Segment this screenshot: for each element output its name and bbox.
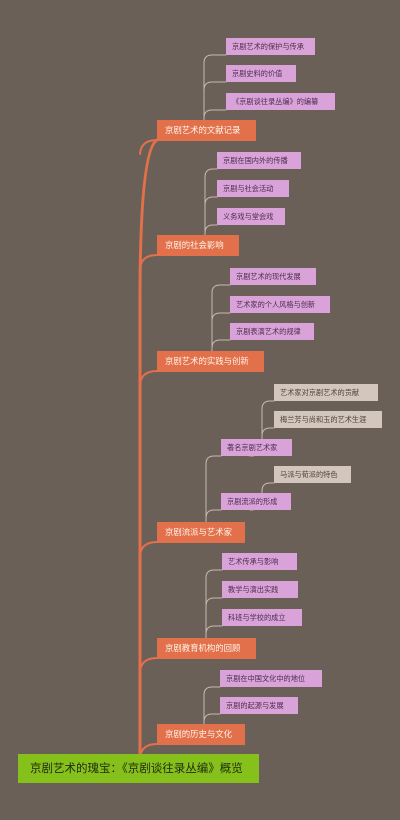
subtopic-node[interactable]: 京剧艺术的现代发展: [230, 268, 316, 285]
subtopic-node[interactable]: 科班与学校的成立: [222, 609, 302, 626]
subtopic-node[interactable]: 京剧的起源与发展: [220, 697, 298, 714]
subtopic-node[interactable]: 京剧流派的形成: [221, 493, 291, 510]
subtopic-node[interactable]: 京剧与社会活动: [217, 180, 289, 197]
subtopic-node[interactable]: 教学与演出实践: [222, 581, 298, 598]
topic-link: [139, 254, 158, 270]
topic-node[interactable]: 京剧的社会影响: [157, 235, 239, 256]
subtopic-node[interactable]: 京剧表演艺术的规律: [230, 323, 314, 340]
topic-link: [139, 370, 158, 386]
topic-link: [139, 541, 158, 557]
topic-node[interactable]: 京剧艺术的实践与创新: [157, 351, 264, 372]
topic-node[interactable]: 京剧流派与艺术家: [157, 522, 245, 543]
subtopic-node[interactable]: 《京剧谈往录丛编》的编纂: [226, 93, 335, 110]
topic-node[interactable]: 京剧的历史与文化: [157, 724, 245, 745]
topic-link: [139, 657, 158, 673]
subtopic-node[interactable]: 京剧艺术的保护与传承: [226, 38, 315, 55]
subtopic-node[interactable]: 艺术传承与影响: [222, 553, 297, 570]
subtopic-node[interactable]: 京剧在国内外的传播: [217, 152, 301, 169]
subtopic-node[interactable]: 艺术家的个人风格与创新: [230, 296, 330, 313]
subtopic-node[interactable]: 著名京剧艺术家: [221, 439, 292, 456]
topic-node[interactable]: 京剧艺术的文献记录: [157, 120, 256, 141]
subtopic-node[interactable]: 京剧在中国文化中的地位: [220, 670, 322, 687]
leaf-node[interactable]: 梅兰芳与尚和玉的艺术生涯: [274, 411, 382, 428]
subtopic-node[interactable]: 义务戏与堂会戏: [217, 208, 285, 225]
subtopic-node[interactable]: 京剧史料的价值: [226, 65, 296, 82]
leaf-node[interactable]: 马派与荀派的特色: [274, 466, 351, 483]
root-node[interactable]: 京剧艺术的瑰宝：《京剧谈往录丛编》概览: [18, 754, 259, 783]
topic-link: [139, 139, 158, 155]
trunk-line: [138, 138, 159, 756]
topic-node[interactable]: 京剧教育机构的回顾: [157, 638, 256, 659]
leaf-node[interactable]: 艺术家对京剧艺术的贡献: [274, 384, 378, 401]
